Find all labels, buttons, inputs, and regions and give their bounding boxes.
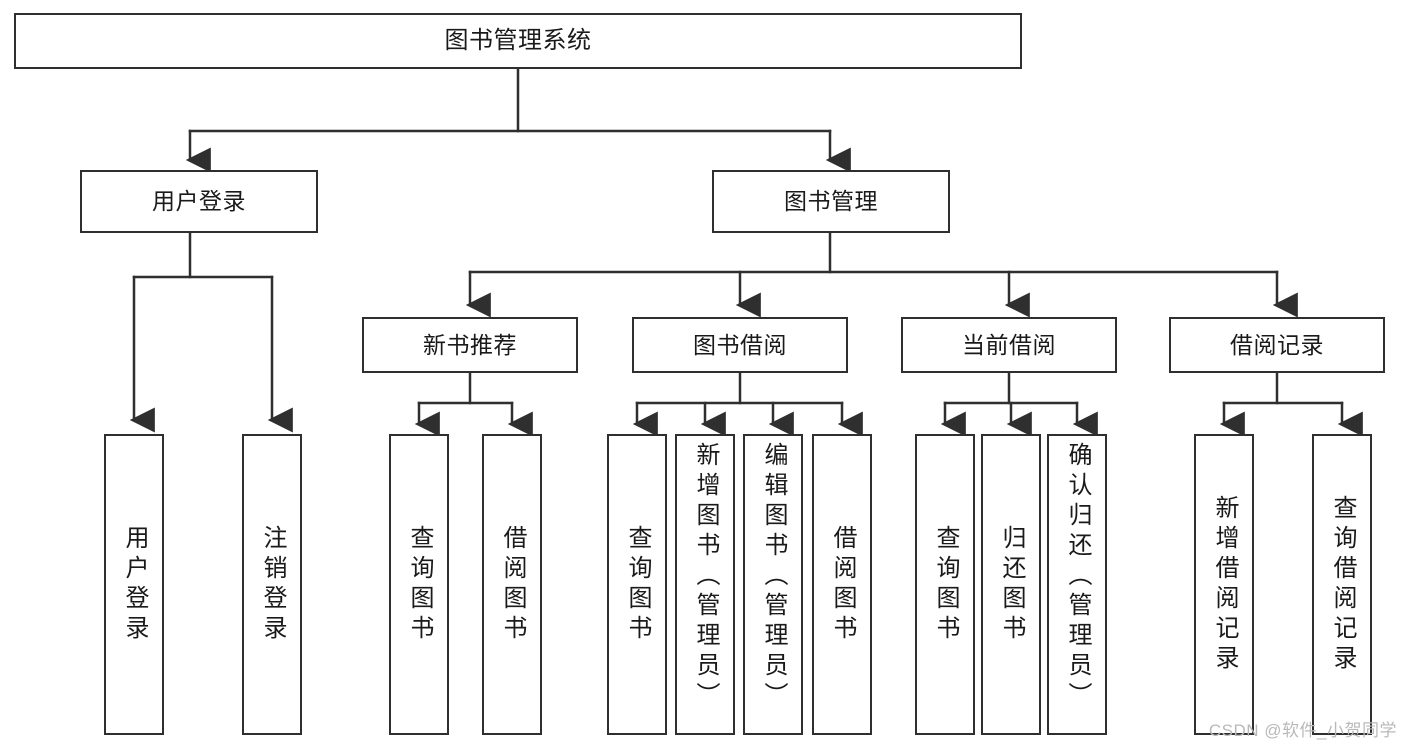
node-user-login[interactable]: 用户登录	[80, 170, 318, 233]
node-leaf-add-record[interactable]: 新增借阅记录	[1194, 434, 1254, 735]
node-new-book-recommend[interactable]: 新书推荐	[362, 317, 578, 373]
node-leaf-query-book-1[interactable]: 查询图书	[389, 434, 449, 735]
node-leaf-borrow-book-1[interactable]: 借阅图书	[482, 434, 542, 735]
node-leaf-logout-label: 注销登录	[259, 524, 286, 645]
node-leaf-user-login[interactable]: 用户登录	[104, 434, 164, 735]
node-borrow-record-label: 借阅记录	[1230, 331, 1324, 358]
node-leaf-add-book[interactable]: 新增图书（管理员）	[675, 434, 735, 735]
node-current-borrow-label: 当前借阅	[962, 331, 1056, 358]
node-leaf-query-record[interactable]: 查询借阅记录	[1312, 434, 1372, 735]
node-leaf-query-book-1-label: 查询图书	[406, 524, 433, 645]
node-leaf-user-login-label: 用户登录	[121, 524, 148, 645]
node-borrow-record[interactable]: 借阅记录	[1169, 317, 1385, 373]
node-leaf-confirm-return-label: 确认归还（管理员）	[1064, 442, 1091, 712]
node-leaf-query-book-3[interactable]: 查询图书	[915, 434, 975, 735]
node-book-manage[interactable]: 图书管理	[712, 170, 950, 233]
node-leaf-query-book-3-label: 查询图书	[932, 524, 959, 645]
node-leaf-return-book[interactable]: 归还图书	[981, 434, 1041, 735]
node-leaf-query-book-2[interactable]: 查询图书	[607, 434, 667, 735]
node-user-login-label: 用户登录	[152, 188, 246, 215]
node-new-book-recommend-label: 新书推荐	[423, 331, 517, 358]
node-leaf-borrow-book-2-label: 借阅图书	[829, 524, 856, 645]
node-leaf-borrow-book-1-label: 借阅图书	[499, 524, 526, 645]
node-book-borrow[interactable]: 图书借阅	[632, 317, 848, 373]
node-leaf-edit-book[interactable]: 编辑图书（管理员）	[743, 434, 803, 735]
node-leaf-edit-book-label: 编辑图书（管理员）	[760, 442, 787, 712]
node-leaf-confirm-return[interactable]: 确认归还（管理员）	[1047, 434, 1107, 735]
node-current-borrow[interactable]: 当前借阅	[901, 317, 1117, 373]
node-leaf-query-record-label: 查询借阅记录	[1329, 494, 1356, 675]
node-leaf-add-record-label: 新增借阅记录	[1211, 494, 1238, 675]
node-book-borrow-label: 图书借阅	[693, 331, 787, 358]
node-leaf-add-book-label: 新增图书（管理员）	[692, 442, 719, 712]
node-leaf-borrow-book-2[interactable]: 借阅图书	[812, 434, 872, 735]
node-root[interactable]: 图书管理系统	[14, 13, 1022, 69]
node-leaf-return-book-label: 归还图书	[998, 524, 1025, 645]
node-leaf-logout[interactable]: 注销登录	[242, 434, 302, 735]
node-leaf-query-book-2-label: 查询图书	[624, 524, 651, 645]
node-root-label: 图书管理系统	[444, 27, 592, 55]
watermark-text: CSDN @软件_小贺同学	[1208, 721, 1397, 740]
node-book-manage-label: 图书管理	[784, 188, 878, 215]
